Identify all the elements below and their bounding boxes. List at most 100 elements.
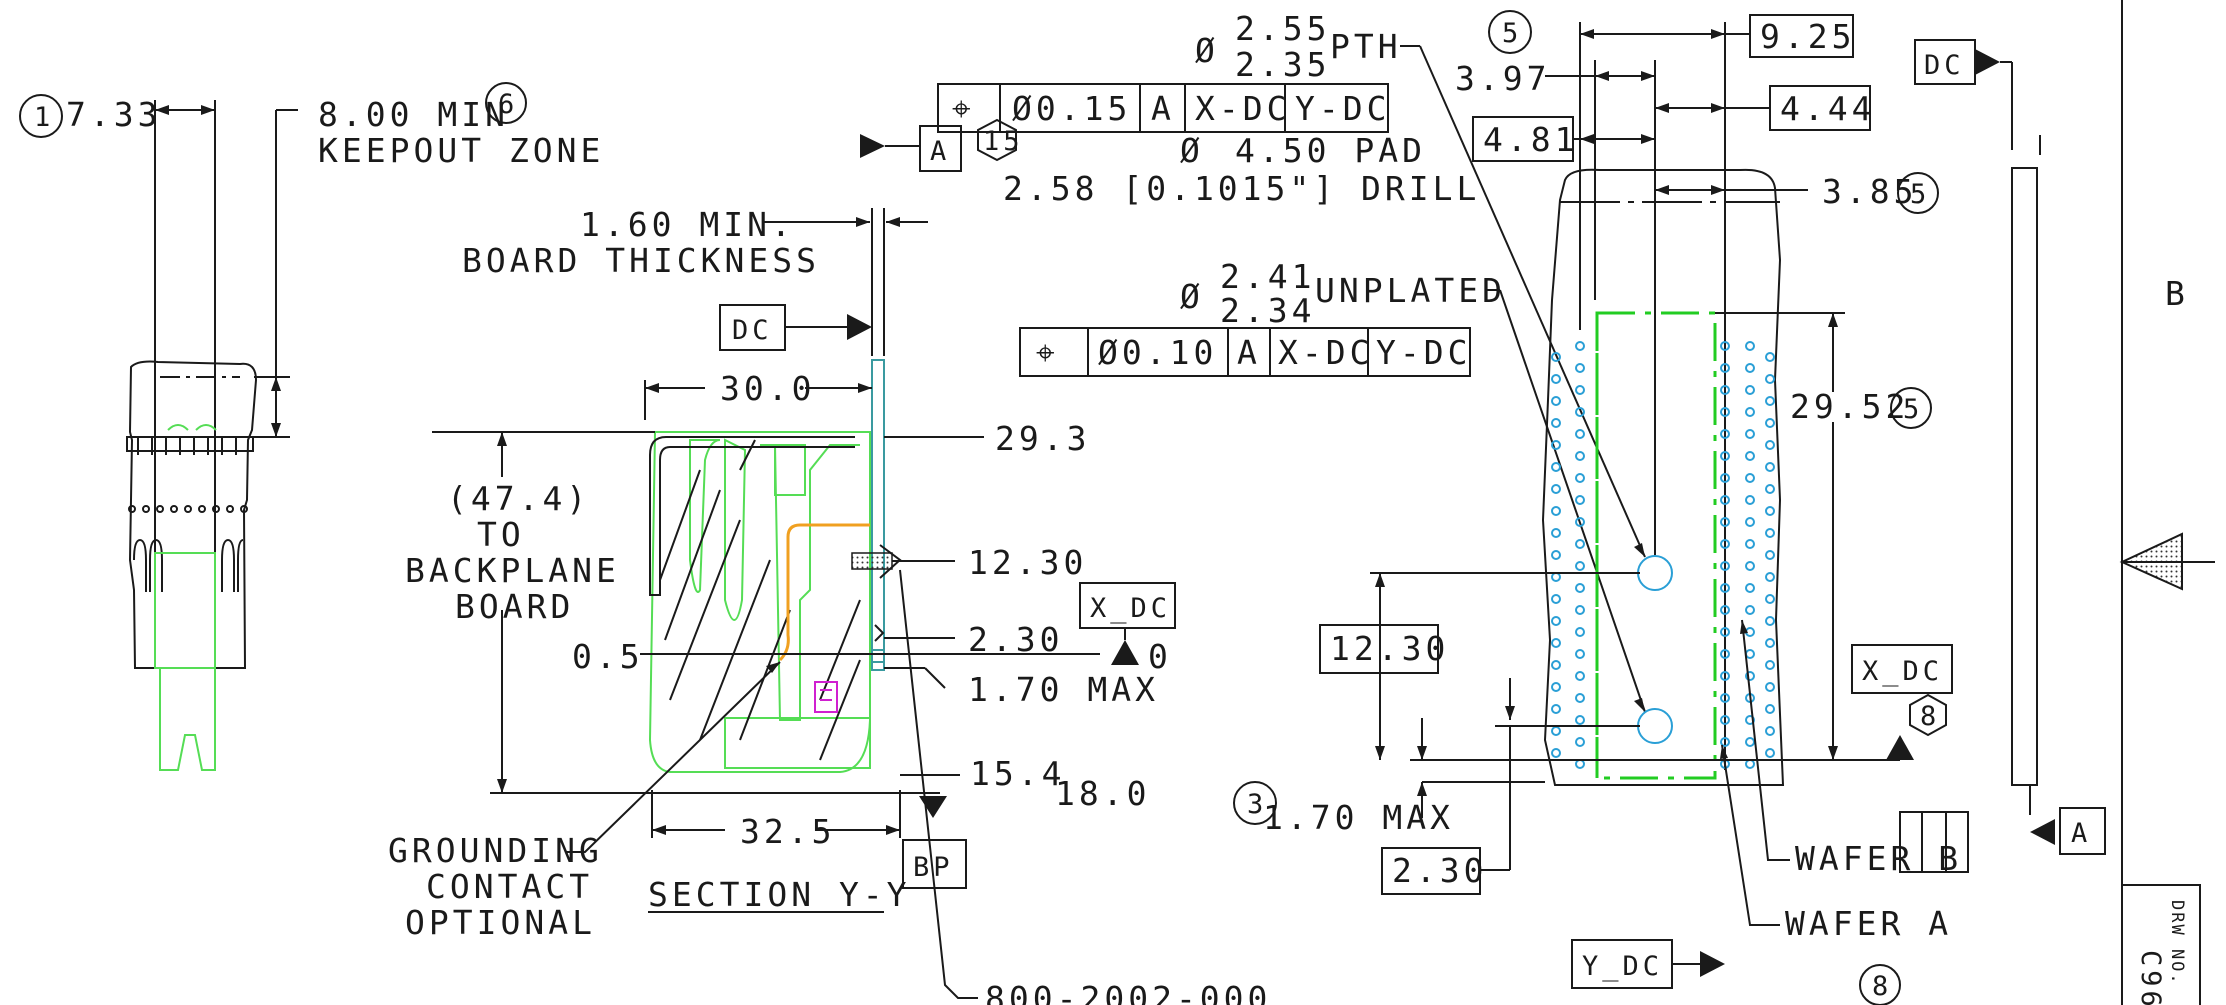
svg-text:A: A: [2071, 818, 2091, 849]
fcf-2: ⌖ Ø0.10 A X-DC Y-DC: [1019, 327, 1471, 377]
fcf2-datum-x: X-DC: [1278, 333, 1373, 372]
note-6-text: 6: [498, 89, 518, 120]
side-view: 1 7.33 8.00 MIN 6 KEEPOUT ZONE: [19, 82, 604, 771]
dim-12-30-footprint: 12.30: [1330, 629, 1449, 668]
fcf1-position-symbol: ⌖: [952, 89, 975, 128]
part-number: 800-2002-000: [985, 979, 1271, 1005]
datum-x-dc-footprint: [1851, 644, 1953, 694]
drw-no-value: C96: [2135, 950, 2166, 1005]
fcf1-datum-a: A: [1151, 89, 1175, 128]
dim-4-44: 4.44: [1780, 89, 1875, 128]
dim-0-5: 0.5: [572, 637, 644, 676]
dim-4-44-box: [1769, 85, 1871, 131]
drw-no-label: DRW NO.: [2167, 900, 2187, 986]
drawing-number-box: [2121, 884, 2201, 1005]
note-8-circle-b: [1859, 964, 1901, 1005]
note-5-2952-circle: [1890, 387, 1932, 429]
pin-holes-left: [1551, 341, 1585, 769]
datum-a-right: [2059, 807, 2106, 855]
wafer-b-icon: [1899, 811, 1969, 873]
diameter-symbol-unplated: Ø: [1180, 277, 1204, 316]
section-y-y: 1.60 MIN. BOARD THICKNESS A 15 DC 30.0: [388, 118, 1271, 1005]
zone-label-b: B: [2165, 274, 2189, 313]
note-5-top-circle: [1488, 10, 1532, 54]
svg-text:DC: DC: [1924, 50, 1965, 81]
note-1-text: 1: [34, 102, 54, 133]
footprint-view: 5 9.25 3.97 4.44 4.81 3.85 5: [1233, 10, 1969, 1005]
zero-label: 0: [1148, 637, 1172, 676]
wafer-a-label: WAFER A: [1785, 904, 1952, 943]
drill-label: 2.58 [0.1015"] DRILL: [1003, 169, 1480, 208]
dim-32-5: 32.5: [740, 812, 835, 851]
pth-dia-max: 2.55: [1235, 9, 1330, 48]
svg-text:8: 8: [1872, 971, 1892, 1002]
fcf1-datum-y: Y-DC: [1295, 89, 1390, 128]
fcf-1: ⌖ Ø0.15 A X-DC Y-DC: [937, 83, 1390, 133]
pad-label: 4.50 PAD: [1235, 131, 1426, 170]
unplated-callout: Ø 2.41 2.34 UNPLATED: [1180, 257, 1646, 713]
datum-x-dc-section: [1079, 582, 1176, 629]
note-8-hex-a: [1909, 693, 1947, 737]
unplated-dia-min: 2.34: [1220, 291, 1315, 330]
svg-text:Y_DC: Y_DC: [1582, 951, 1663, 982]
diameter-symbol-pad: Ø: [1180, 131, 1204, 170]
border: B DRW NO. C96: [2119, 0, 2215, 1005]
dim-12-30-section: 12.30: [968, 543, 1087, 582]
datum-a-top: [919, 125, 962, 172]
grounding-label-1: GROUNDING: [388, 831, 603, 870]
dim-29-52: 29.52: [1790, 387, 1909, 426]
fcf2-tolerance: Ø0.10: [1098, 333, 1217, 372]
note-6-circle: [485, 82, 527, 124]
dim-18-0: 18.0: [1055, 774, 1150, 813]
svg-text:3: 3: [1247, 789, 1267, 820]
note-1-circle: [19, 94, 63, 138]
guide-hole-unplated: [1637, 708, 1673, 744]
fcf1-tolerance: Ø0.15: [1012, 89, 1131, 128]
board-thickness-dim: 1.60 MIN.: [580, 205, 795, 244]
svg-text:5: 5: [1502, 18, 1522, 49]
to-label: TO: [477, 515, 525, 554]
board-thickness-label: BOARD THICKNESS: [462, 241, 820, 280]
fcf2-position-symbol: ⌖: [1036, 333, 1059, 372]
svg-text:15: 15: [983, 126, 1024, 157]
dim-8-00-min: 8.00 MIN: [318, 95, 509, 134]
backplane-label: BACKPLANE: [405, 551, 620, 590]
svg-text:5: 5: [1903, 394, 1923, 425]
dim-2-30-section: 2.30: [968, 620, 1063, 659]
section-label: SECTION Y-Y: [648, 875, 911, 914]
fcf1-datum-x: X-DC: [1195, 89, 1290, 128]
dim-29-3: 29.3: [995, 419, 1090, 458]
dim-4-81: 4.81: [1483, 120, 1578, 159]
svg-text:8: 8: [1920, 701, 1940, 732]
dim-12-30-box: [1319, 624, 1439, 674]
dim-9-25: 9.25: [1760, 17, 1855, 56]
pth-label: PTH: [1330, 27, 1402, 66]
svg-text:X_DC: X_DC: [1862, 656, 1943, 687]
note-15-hex: [977, 118, 1017, 162]
fcf2-datum-y: Y-DC: [1376, 333, 1471, 372]
guide-hole-pth: [1637, 555, 1673, 591]
note-3-circle: [1233, 781, 1277, 825]
dim-1-70-max-footprint: 1.70 MAX: [1263, 798, 1454, 837]
dim-7-33: 7.33: [66, 95, 161, 134]
grounding-label-2: CONTACT: [426, 867, 593, 906]
svg-text:5: 5: [1910, 179, 1930, 210]
unplated-dia-max: 2.41: [1220, 257, 1315, 296]
pad-drill-notes: Ø 4.50 PAD 2.58 [0.1015"] DRILL: [1003, 131, 1480, 208]
dim-30-0: 30.0: [720, 369, 815, 408]
pth-dia-min: 2.35: [1235, 45, 1330, 84]
svg-text:A: A: [930, 136, 950, 167]
svg-text:X_DC: X_DC: [1090, 593, 1171, 624]
keepout-zone-label: KEEPOUT ZONE: [318, 131, 604, 170]
dim-2-30-box: [1381, 847, 1481, 895]
svg-text:DC: DC: [732, 315, 773, 346]
edge-view: DC A: [1914, 39, 2106, 855]
diameter-symbol-pth: Ø: [1195, 31, 1219, 70]
dim-47-4: (47.4): [447, 479, 590, 518]
fcf2-datum-a: A: [1237, 333, 1261, 372]
unplated-label: UNPLATED: [1315, 271, 1506, 310]
dim-9-25-box: [1749, 14, 1854, 58]
board-label: BOARD: [455, 587, 574, 626]
pin-holes-right: [1720, 341, 1775, 769]
